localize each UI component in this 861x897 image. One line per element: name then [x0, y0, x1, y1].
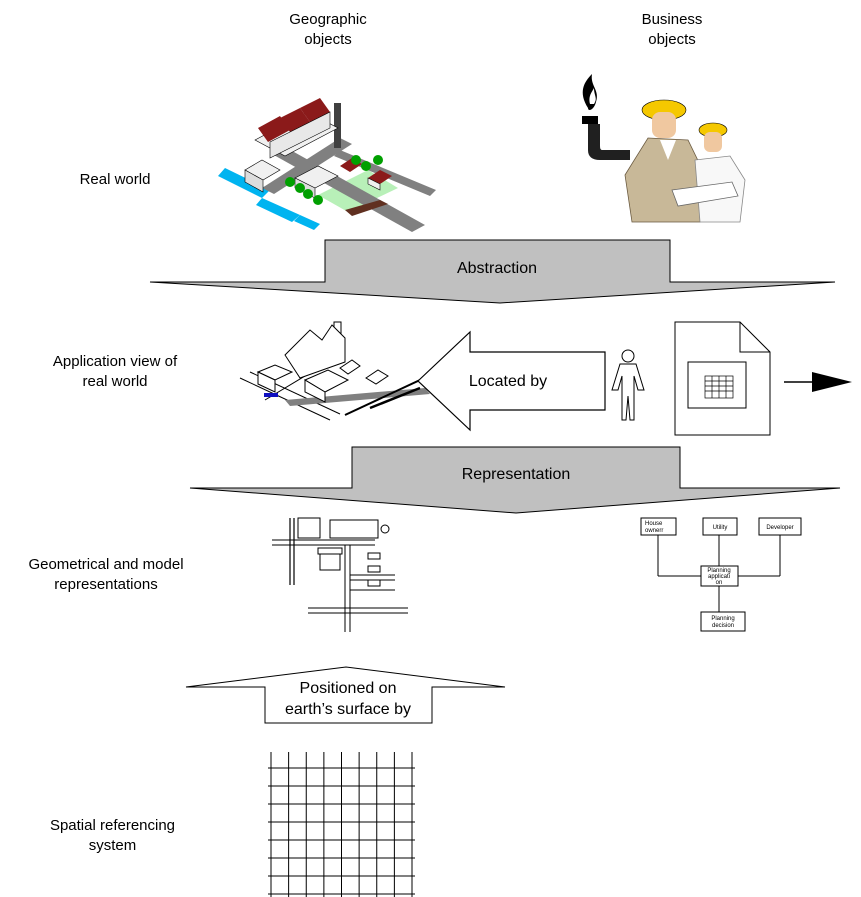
- table-icon: [704, 375, 734, 399]
- model-box-planning-decision: Planning decision: [700, 611, 746, 632]
- application-view-label: Application view of real world: [52, 353, 178, 390]
- spatial-referencing-label: Spatial referencing system: [49, 817, 176, 854]
- model-box-house-owner: House ownerr: [640, 517, 677, 536]
- business-model-diagram: House ownerr Utility Developer Planning …: [640, 517, 802, 632]
- spatial-reference-grid: [268, 752, 415, 897]
- planning-decision-line1: Planning: [711, 616, 734, 622]
- house-owner-line2: ownerr: [645, 528, 663, 534]
- positioned-label-line1: Positioned on: [300, 680, 397, 697]
- model-box-utility: Utility: [702, 517, 738, 536]
- planning-decision-line2: decision: [712, 623, 734, 629]
- document-icon: [674, 321, 771, 436]
- representation-arrow: Representation: [189, 446, 841, 514]
- geometric-map-drawing: [272, 517, 408, 632]
- located-by-arrow: Located by: [417, 330, 606, 432]
- business-workers-illustration: [582, 74, 746, 223]
- real-world-town-illustration: [218, 98, 436, 232]
- utility-text: Utility: [713, 525, 728, 531]
- positioned-on-earth-arrow: Positioned on earth’s surface by: [185, 666, 506, 724]
- business-objects-label: Business objects: [641, 11, 703, 48]
- real-world-label: Real world: [79, 171, 151, 188]
- positioned-label-line2: earth’s surface by: [285, 701, 411, 718]
- house-owner-line1: House: [645, 521, 663, 527]
- representation-label: Representation: [462, 466, 571, 483]
- planning-application-line2: applicati: [708, 574, 730, 580]
- right-arrow-icon: [784, 372, 852, 392]
- model-box-developer: Developer: [758, 517, 802, 536]
- planning-application-line1: Planning: [707, 568, 730, 574]
- geographic-objects-label: Geographic objects: [289, 11, 367, 48]
- application-view-town-outline: [239, 321, 430, 421]
- developer-text: Developer: [766, 525, 793, 531]
- geometrical-representations-label: Geometrical and model representations: [28, 556, 184, 593]
- abstraction-label: Abstraction: [457, 260, 537, 277]
- model-box-planning-application: Planning applicati on: [700, 565, 739, 587]
- person-icon: [611, 349, 645, 421]
- located-by-label: Located by: [469, 373, 547, 390]
- abstraction-arrow: Abstraction: [149, 239, 836, 304]
- planning-application-line3: on: [716, 580, 723, 586]
